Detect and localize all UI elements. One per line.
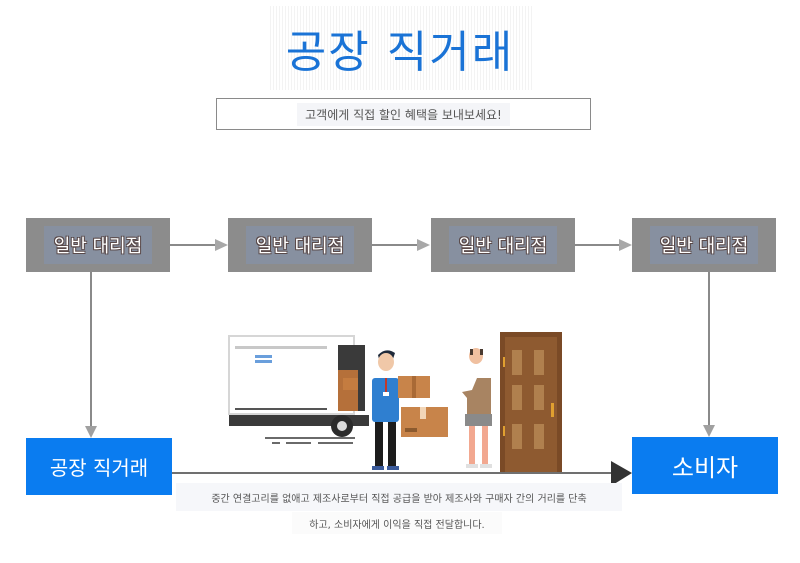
factory-direct-box: 공장 직거래 [26,438,172,495]
door-icon [500,332,562,472]
dealer-box-3: 일반 대리점 [431,218,575,272]
truck-icon [228,335,369,444]
arrow-dealer-3-to-4 [575,239,632,251]
description-line-2: 하고, 소비자에게 이익을 직접 전달합니다. [292,512,502,534]
consumer-label: 소비자 [671,454,739,482]
description-line-1: 중간 연결고리를 없애고 제조사로부터 직접 공급을 받아 제조사와 구매자 간… [176,483,622,511]
description-text-2: 하고, 소비자에게 이익을 직접 전달합니다. [309,519,485,531]
description-text-1: 중간 연결고리를 없애고 제조사로부터 직접 공급을 받아 제조사와 구매자 간… [211,493,587,505]
subtitle-box: 고객에게 직접 할인 혜택을 보내보세요! [216,98,591,130]
dealer-label: 일반 대리점 [458,236,548,257]
arrow-dealer-to-consumer [703,272,715,437]
title-banner: 공장 직거래 [268,6,532,90]
dealer-label: 일반 대리점 [255,236,345,257]
dealer-box-3-inner: 일반 대리점 [448,226,558,264]
dealer-box-2: 일반 대리점 [228,218,372,272]
customer-person-icon [462,348,492,468]
arrow-dealer-1-to-2 [170,239,228,251]
dealer-box-4: 일반 대리점 [632,218,776,272]
page-title: 공장 직거래 [285,27,515,78]
factory-direct-label: 공장 직거래 [49,456,149,480]
dealer-label: 일반 대리점 [53,236,143,257]
dealer-box-2-inner: 일반 대리점 [245,226,355,264]
consumer-box: 소비자 [632,437,778,494]
dealer-label: 일반 대리점 [659,236,749,257]
delivery-scene-icon [228,332,562,472]
package-icon [398,376,448,437]
dealer-box-1-inner: 일반 대리점 [43,226,153,264]
arrow-factory-to-consumer [172,461,632,486]
dealer-box-4-inner: 일반 대리점 [649,226,759,264]
dealer-box-1: 일반 대리점 [26,218,170,272]
arrow-dealer-2-to-3 [372,239,430,251]
delivery-person-icon [372,350,399,470]
arrow-dealer-to-factory [85,272,97,438]
subtitle-text: 고객에게 직접 할인 혜택을 보내보세요! [297,102,510,126]
